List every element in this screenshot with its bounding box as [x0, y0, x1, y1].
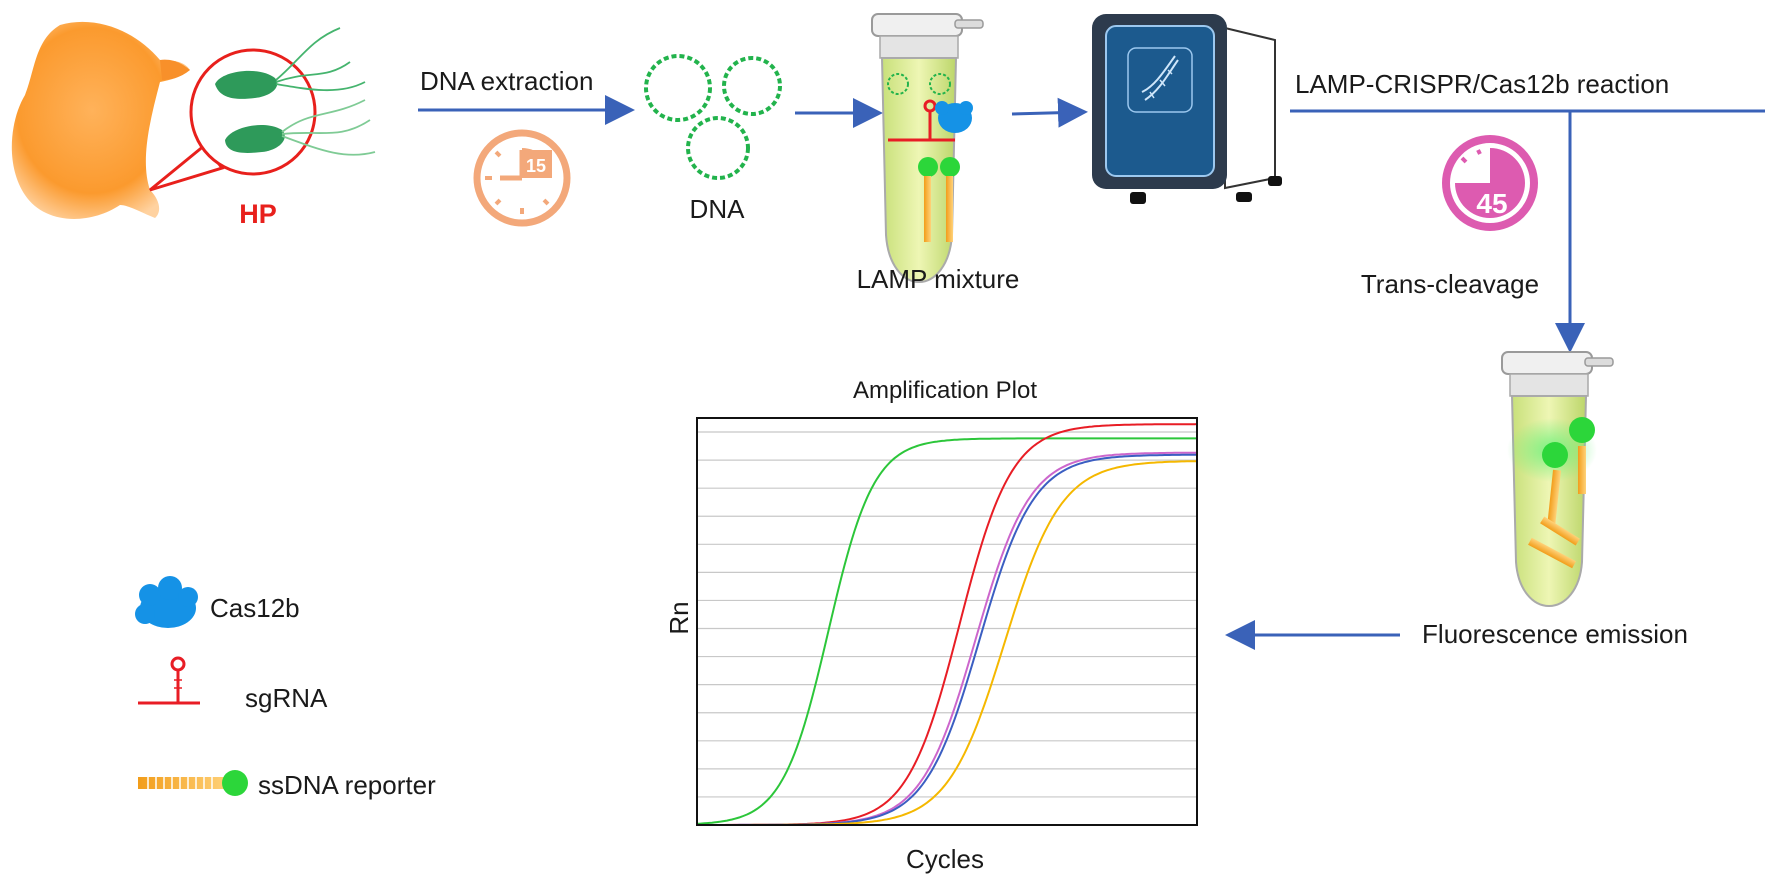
timer-45-text: 45	[1476, 188, 1507, 219]
arrow-mixture-to-instrument	[1011, 97, 1088, 128]
lamp-mixture-tube	[871, 13, 984, 284]
chart-xlabel: Cycles	[906, 844, 984, 874]
stomach-illustration	[11, 21, 191, 219]
chart-title: Amplification Plot	[853, 377, 1037, 404]
instrument-icon	[1092, 14, 1282, 204]
hp-magnify-bubble	[149, 27, 376, 192]
chart-frame	[696, 417, 1198, 826]
legend-label-ssdna: ssDNA reporter	[258, 770, 436, 800]
timer-15-icon	[473, 129, 571, 227]
lamp-mixture-label: LAMP mixture	[857, 264, 1020, 294]
legend-label-sgrna: sgRNA	[245, 683, 328, 713]
reaction-label: LAMP-CRISPR/Cas12b reaction	[1295, 69, 1669, 99]
dna-plasmid-icons	[644, 54, 782, 180]
dna-label: DNA	[690, 194, 746, 224]
trans-cleavage-label: Trans-cleavage	[1361, 269, 1539, 299]
legend-label-cas12b: Cas12b	[210, 593, 300, 623]
chart-series-line-1	[696, 437, 1197, 825]
hp-label: HP	[239, 199, 277, 229]
fluorescence-label: Fluorescence emission	[1422, 619, 1688, 649]
chart-ylabel: Rn	[664, 601, 694, 634]
timer-45-icon	[1442, 135, 1538, 231]
cas12b-icon	[135, 576, 198, 628]
timer-15-text: 15	[526, 156, 546, 176]
ssdna-reporter-icon	[138, 770, 248, 796]
chart-series-line-2	[697, 423, 1198, 826]
chart-gridlines	[697, 431, 1197, 798]
dna-extraction-label: DNA extraction	[420, 66, 593, 96]
sgrna-icon	[138, 656, 200, 705]
chart-series-line-4	[697, 453, 1197, 826]
amplification-plot: Amplification Plot Cycles Rn	[664, 377, 1198, 874]
legend: Cas12b sgRNA ssDNA reporter	[135, 576, 436, 800]
fluorescence-tube	[1501, 351, 1614, 608]
chart-series	[696, 423, 1198, 826]
